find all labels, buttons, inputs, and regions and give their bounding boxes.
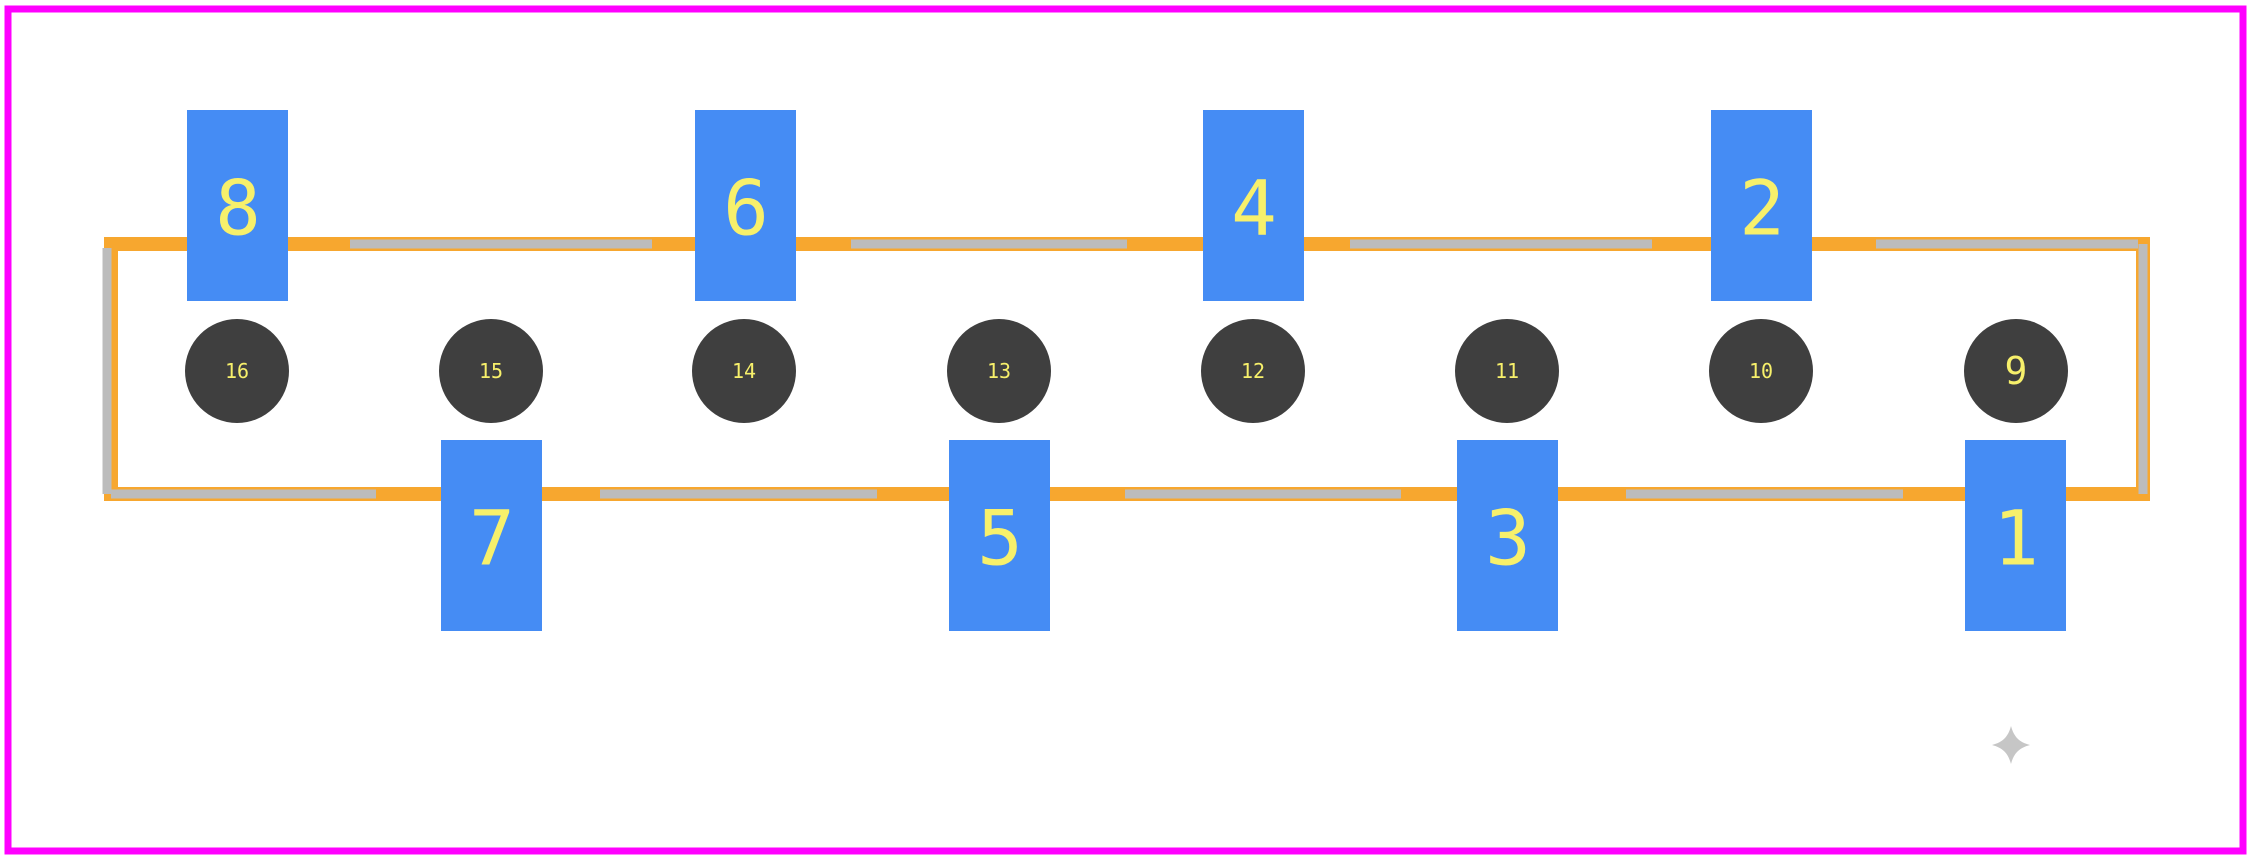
hole-body [692,319,796,423]
pad-number: 5 [977,494,1023,583]
body-outline [104,237,2150,501]
bottom-pad-row: 7 5 3 1 [441,440,2066,631]
through-hole: 12 [1201,319,1305,423]
through-hole: 16 [185,319,289,423]
hole-body [947,319,1051,423]
hole-number: 12 [1241,359,1265,383]
pad-body [187,110,288,301]
smd-pad: 6 [695,110,796,301]
hole-number: 11 [1495,359,1519,383]
pad-number: 6 [723,164,769,253]
origin-marker-icon [1992,726,2030,764]
pad-body [1711,110,1812,301]
pad-body [1965,440,2066,631]
through-hole: 11 [1455,319,1559,423]
through-hole: 9 [1964,319,2068,423]
pad-body [441,440,542,631]
hole-body [1964,319,2068,423]
through-hole: 10 [1709,319,1813,423]
hole-body [1709,319,1813,423]
smd-pad: 3 [1457,440,1558,631]
hole-number: 14 [732,359,756,383]
top-pad-row: 8 6 4 2 [187,110,1812,301]
through-hole: 15 [439,319,543,423]
pad-number: 2 [1739,164,1785,253]
pad-body [695,110,796,301]
pad-number: 4 [1231,164,1277,253]
smd-pad: 4 [1203,110,1304,301]
through-hole: 14 [692,319,796,423]
hole-number: 9 [2005,349,2028,393]
through-hole: 13 [947,319,1051,423]
smd-pad: 1 [1965,440,2066,631]
hole-body [185,319,289,423]
pad-body [949,440,1050,631]
smd-pad: 8 [187,110,288,301]
pad-body [1457,440,1558,631]
hole-body [1455,319,1559,423]
pad-number: 1 [1993,494,2039,583]
smd-pad: 5 [949,440,1050,631]
pad-number: 7 [469,494,515,583]
hole-number: 16 [225,359,249,383]
hole-body [439,319,543,423]
smd-pad: 7 [441,440,542,631]
hole-number: 13 [987,359,1011,383]
pad-number: 8 [215,164,261,253]
hole-number: 15 [479,359,503,383]
courtyard-outline [4,5,2247,855]
pad-body [1203,110,1304,301]
smd-pad: 2 [1711,110,1812,301]
origin-marker-shape [1992,726,2030,764]
hole-number: 10 [1749,359,1773,383]
silkscreen-layer [102,239,2148,499]
hole-row: 16 15 14 13 12 11 [185,319,2068,423]
pad-number: 3 [1485,494,1531,583]
hole-body [1201,319,1305,423]
